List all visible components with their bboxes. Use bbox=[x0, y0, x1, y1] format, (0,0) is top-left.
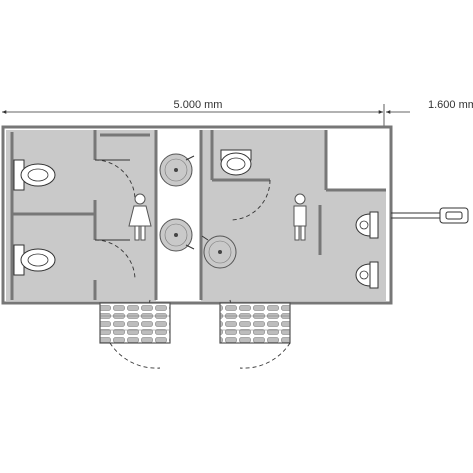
women-washbasin-upper bbox=[159, 153, 195, 187]
entry-steps-men bbox=[219, 302, 291, 344]
service-room bbox=[326, 130, 386, 190]
women-toilet-lower bbox=[13, 244, 56, 276]
men-washbasin bbox=[201, 235, 237, 269]
dimension-length: 5.000 mm bbox=[1, 99, 385, 128]
urinal-lower bbox=[355, 261, 379, 289]
men-floor bbox=[201, 130, 326, 301]
interior-walls bbox=[10, 130, 386, 300]
entrance-door-swings bbox=[109, 342, 291, 369]
drawbar bbox=[391, 207, 469, 224]
men-toilet bbox=[220, 149, 252, 176]
women-door-leaves bbox=[95, 159, 130, 241]
women-washbasin-lower bbox=[159, 218, 195, 252]
dimension-length-label: 5.000 mm bbox=[174, 99, 223, 111]
man-icon bbox=[293, 193, 307, 241]
dimension-drawbar: 1.600 mm bbox=[386, 99, 473, 114]
urinal-upper bbox=[355, 211, 379, 239]
women-toilet-upper bbox=[13, 159, 56, 191]
entry-steps-women bbox=[99, 302, 171, 344]
dimension-drawbar-label: 1.600 mm bbox=[428, 99, 473, 111]
woman-icon bbox=[128, 193, 152, 241]
